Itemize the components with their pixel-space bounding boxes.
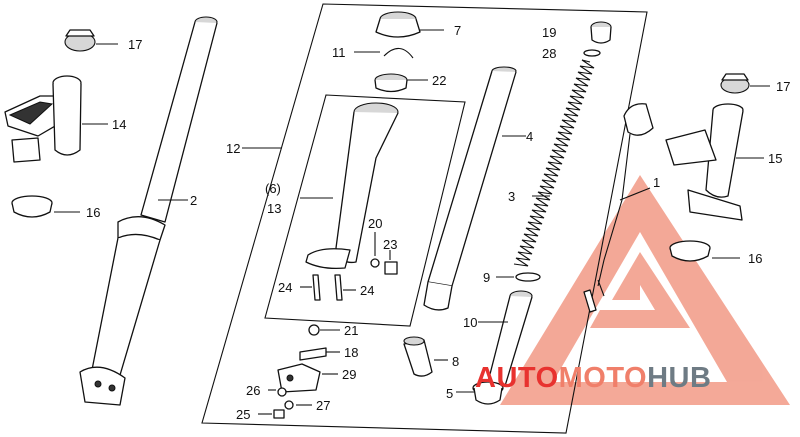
callout-4: 4 xyxy=(526,129,533,144)
watermark-part-hub: HUB xyxy=(647,362,711,394)
callout-13: 13 xyxy=(267,201,281,216)
part-2-fork-leg xyxy=(79,16,218,406)
callout-1: 1 xyxy=(653,175,660,190)
callout-24-right: 24 xyxy=(360,283,374,298)
parts-20-23-fasteners xyxy=(370,232,398,275)
part-4-fork-tube xyxy=(423,66,526,311)
watermark-wordmark: AUTOMOTOHUB xyxy=(475,362,711,394)
watermark-part-auto: AUTO xyxy=(475,362,559,394)
parts-24-bolts xyxy=(300,274,356,301)
part-15-bracket xyxy=(665,103,764,221)
callout-24-left: 24 xyxy=(278,280,292,295)
part-14-bracket xyxy=(4,75,108,163)
part-3-spring xyxy=(513,59,595,267)
part-17-right xyxy=(720,73,770,94)
inner-frame-13 xyxy=(264,94,466,327)
watermark-logo xyxy=(500,175,790,405)
callout-15: 15 xyxy=(768,151,782,166)
part-16-right xyxy=(669,240,740,262)
callout-7: 7 xyxy=(454,23,461,38)
callout-14: 14 xyxy=(112,117,126,132)
outer-frame-12 xyxy=(201,3,648,434)
callout-16-right: 16 xyxy=(748,251,762,266)
part-16-left xyxy=(11,195,80,218)
callout-23: 23 xyxy=(383,237,397,252)
watermark-part-moto: MOTO xyxy=(559,362,647,394)
callout-8: 8 xyxy=(452,354,459,369)
parts-19-28-cap xyxy=(583,21,612,57)
callout-17-right: 17 xyxy=(776,79,790,94)
callout-16-left: 16 xyxy=(86,205,100,220)
callout-26: 26 xyxy=(246,383,260,398)
callout-6: (6) xyxy=(265,181,281,196)
callout-9: 9 xyxy=(483,270,490,285)
part-9-guide xyxy=(496,272,541,282)
callout-10: 10 xyxy=(463,315,477,330)
lower-clamp-parts xyxy=(258,324,340,419)
callout-21: 21 xyxy=(344,323,358,338)
part-1-reflector xyxy=(583,103,654,313)
callout-28: 28 xyxy=(542,46,556,61)
callout-labels: 1 2 3 4 5 (6) 7 8 9 10 11 12 13 14 15 16… xyxy=(86,23,790,422)
callout-22: 22 xyxy=(432,73,446,88)
part-7-dust-seal xyxy=(375,11,444,38)
callout-27: 27 xyxy=(316,398,330,413)
watermark-triangle xyxy=(500,175,790,405)
part-5-seat xyxy=(456,381,504,405)
callout-12: 12 xyxy=(226,141,240,156)
part-11-clip xyxy=(354,47,414,59)
callout-29: 29 xyxy=(342,367,356,382)
callout-20: 20 xyxy=(368,216,382,231)
callout-19: 19 xyxy=(542,25,556,40)
part-13-slider xyxy=(242,102,399,270)
part-22-oil-seal xyxy=(374,73,428,93)
watermark-inner-mark xyxy=(590,252,690,328)
part-8-collar xyxy=(403,336,448,377)
callout-3: 3 xyxy=(508,189,515,204)
callout-11: 11 xyxy=(332,45,346,60)
callout-5: 5 xyxy=(446,386,453,401)
callout-2: 2 xyxy=(190,193,197,208)
part-17-left xyxy=(64,29,118,52)
callout-18: 18 xyxy=(344,345,358,360)
callout-17-left: 17 xyxy=(128,37,142,52)
callout-25: 25 xyxy=(236,407,250,422)
